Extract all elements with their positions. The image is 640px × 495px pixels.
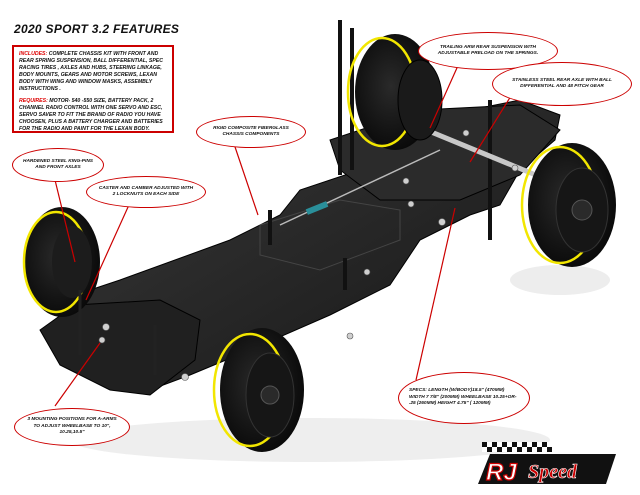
callout-fiberglass-text: RIGID COMPOSITE FIBERGLASS CHASSIS COMPO… xyxy=(213,125,289,138)
callout-specs-text: SPECS: LENGTH (W/BODY)18.5" (470MM) WIDT… xyxy=(409,388,517,407)
requires-paragraph: REQUIRES: MOTOR- 540 -550 SIZE, BATTERY … xyxy=(19,98,167,133)
leader-lines xyxy=(54,49,525,407)
rear-left-tire xyxy=(346,34,443,150)
front-right-tire xyxy=(212,328,304,452)
callout-caster-camber-text: CASTER AND CAMBER ADJUSTED WITH 2 LOCKNU… xyxy=(98,185,194,198)
callout-mounting-positions: 3 MOUNTING POSITIONS FOR A-ARMS TO ADJUS… xyxy=(14,408,130,446)
page-title: 2020 SPORT 3.2 FEATURES xyxy=(14,22,180,36)
front-left-tire xyxy=(22,207,100,317)
callout-specs: SPECS: LENGTH (W/BODY)18.5" (470MM) WIDT… xyxy=(398,372,530,424)
callout-fiberglass: RIGID COMPOSITE FIBERGLASS CHASSIS COMPO… xyxy=(196,116,306,148)
rj-speed-logo: RJ Speed xyxy=(478,442,616,487)
floor-reflection xyxy=(70,418,550,462)
callout-kingpins: HARDENED STEEL KING-PINS AND FRONT AXLES xyxy=(12,148,104,182)
standoffs xyxy=(268,20,492,290)
requires-text: MOTOR- 540 -550 SIZE, BATTERY PACK, 2 CH… xyxy=(19,98,163,132)
includes-paragraph: INCLUDES: COMPLETE CHASSIS KIT WITH FRON… xyxy=(19,51,167,93)
callout-rear-axle: STAINLESS STEEL REAR AXLE WITH BALL DIFF… xyxy=(492,62,632,106)
battery-tray xyxy=(259,199,401,271)
requires-lead: REQUIRES: xyxy=(19,98,48,104)
screws xyxy=(98,129,519,381)
callout-trailing-arm-text: TRAILING ARM REAR SUSPENSION WITH ADJUST… xyxy=(437,44,539,57)
link-rod xyxy=(279,149,441,226)
callout-caster-camber: CASTER AND CAMBER ADJUSTED WITH 2 LOCKNU… xyxy=(86,176,206,208)
callout-rear-axle-text: STAINLESS STEEL REAR AXLE WITH BALL DIFF… xyxy=(512,77,612,90)
includes-lead: INCLUDES: xyxy=(19,51,48,57)
floor-reflection-rear xyxy=(510,265,610,295)
features-box: INCLUDES: COMPLETE CHASSIS KIT WITH FRON… xyxy=(12,45,174,133)
checkered-flag-icon xyxy=(482,442,552,452)
rear-right-tire xyxy=(520,143,616,267)
callout-mounting-positions-text: 3 MOUNTING POSITIONS FOR A-ARMS TO ADJUS… xyxy=(27,417,117,436)
includes-text: COMPLETE CHASSIS KIT WITH FRONT AND REAR… xyxy=(19,51,164,92)
turnbuckle xyxy=(305,201,329,215)
logo-rj: RJ xyxy=(486,459,517,486)
logo-speed: Speed xyxy=(528,461,578,483)
front-springs xyxy=(78,290,157,375)
callout-kingpins-text: HARDENED STEEL KING-PINS AND FRONT AXLES xyxy=(23,158,94,171)
